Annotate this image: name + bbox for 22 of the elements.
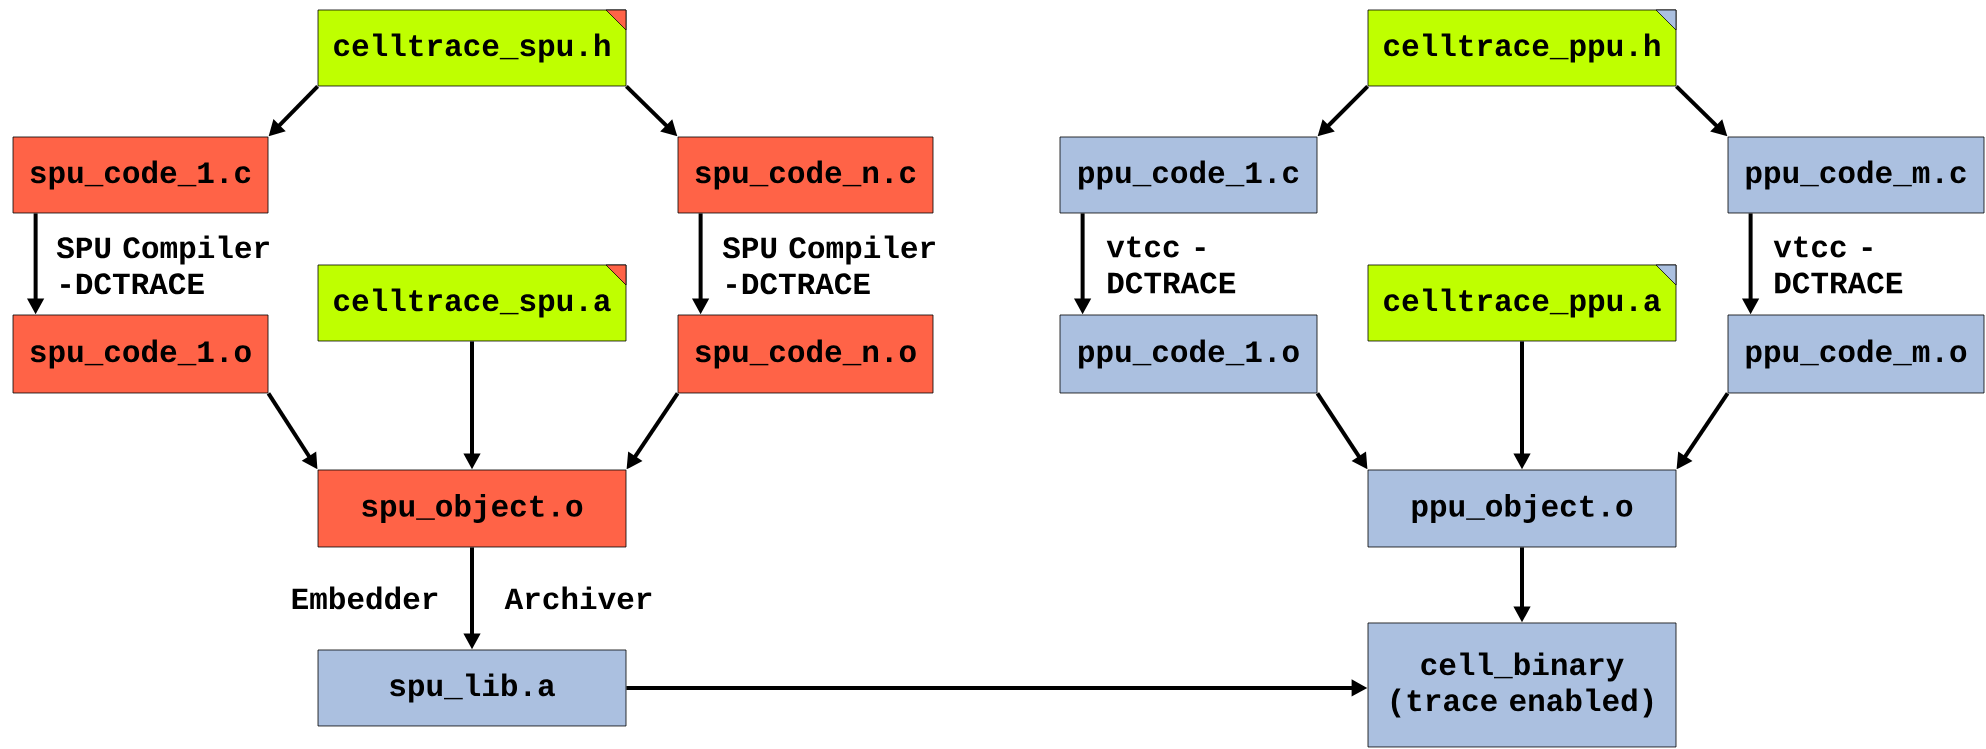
file-box: spu_code_1.c: [12, 136, 269, 214]
file-box: spu_lib.a: [317, 649, 627, 727]
note-box: celltrace_spu.h: [317, 9, 627, 87]
file-box: ppu_code_1.o: [1059, 314, 1318, 394]
file-box: spu_code_n.c: [677, 136, 934, 214]
text-label: Archiver: [504, 586, 652, 610]
text-label: Embedder: [292, 586, 438, 610]
file-box: cell_binary (trace enabled): [1367, 622, 1677, 748]
file-box: ppu_code_m.o: [1727, 314, 1985, 394]
note-box: celltrace_spu.a: [317, 264, 627, 342]
edge-label: SPU Compiler -DCTRACE: [722, 235, 935, 295]
file-box: ppu_object.o: [1367, 469, 1677, 548]
edge-label: vtcc -DCTRACE: [1773, 236, 1903, 294]
edge-label: vtcc -DCTRACE: [1106, 236, 1236, 294]
note-box: celltrace_ppu.a: [1367, 264, 1677, 342]
note-box: celltrace_ppu.h: [1367, 9, 1677, 87]
file-box: ppu_code_1.c: [1059, 136, 1318, 214]
file-box: spu_code_n.o: [677, 314, 934, 394]
edge-label: SPU Compiler -DCTRACE: [56, 235, 269, 295]
file-box: spu_code_1.o: [12, 314, 269, 394]
file-box: spu_object.o: [317, 469, 627, 548]
file-box: ppu_code_m.c: [1727, 136, 1985, 214]
